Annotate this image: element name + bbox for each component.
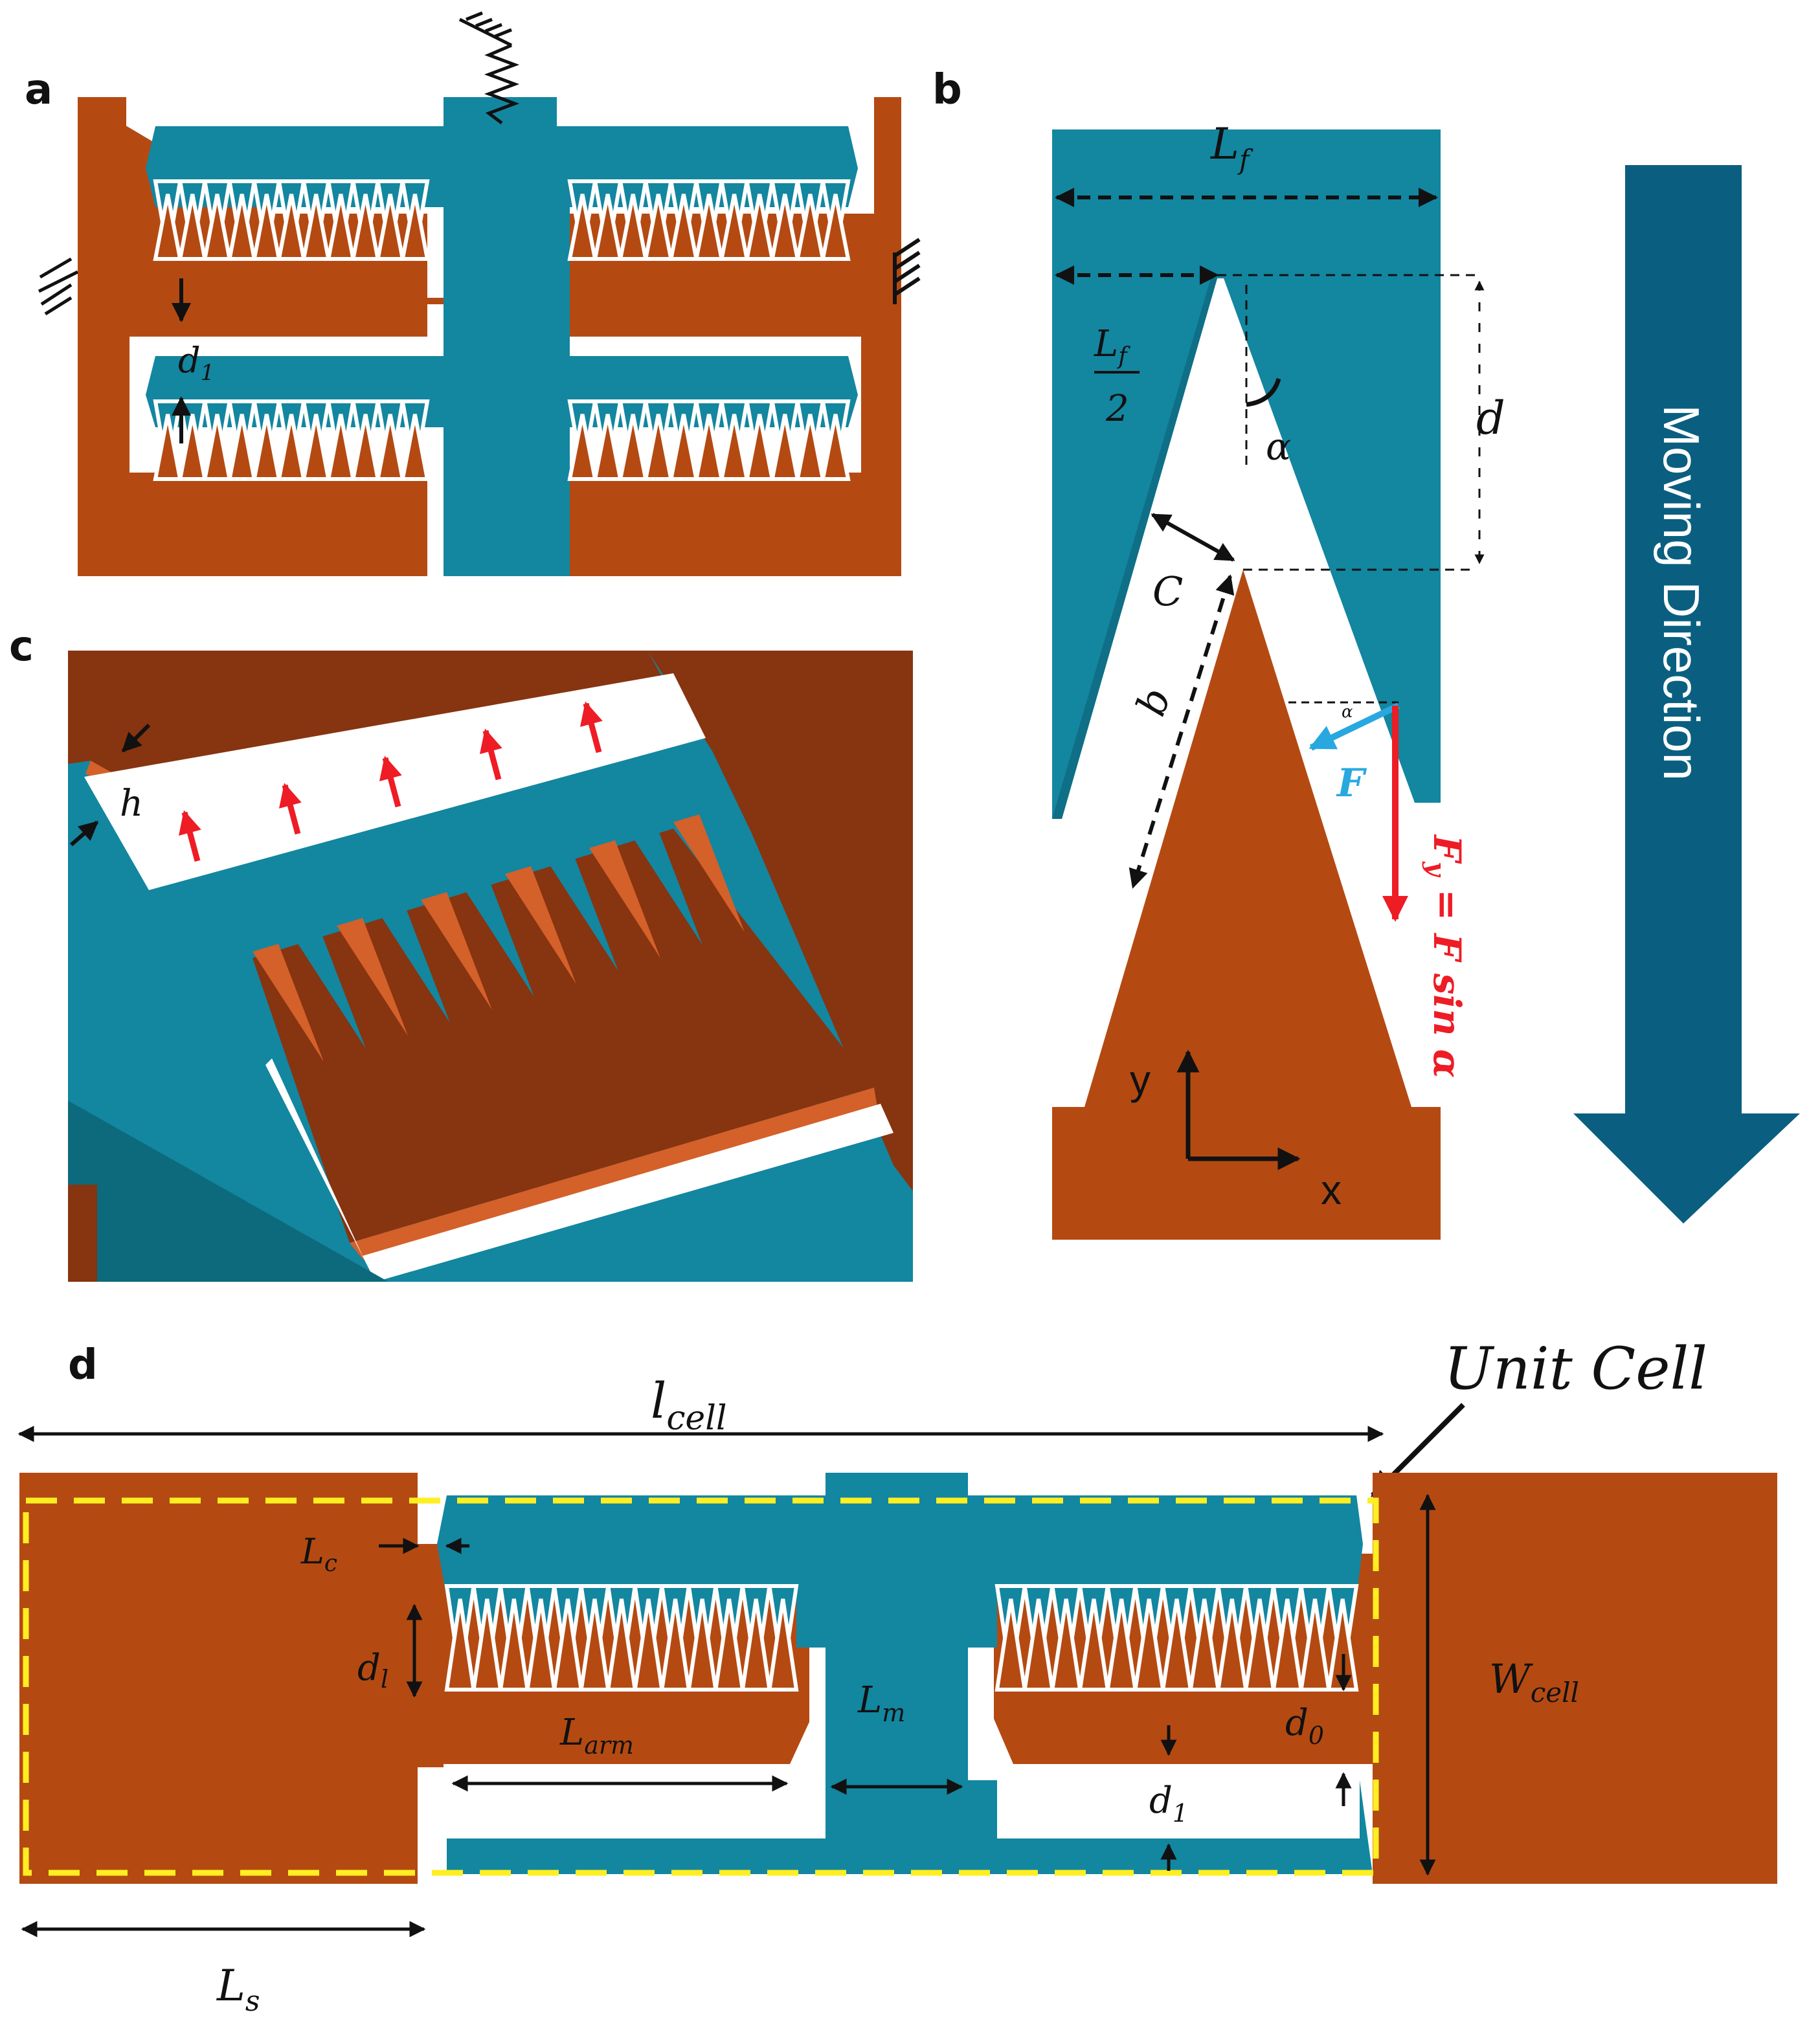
- label-Larm: Larm: [559, 1712, 634, 1760]
- label-b: b: [1127, 682, 1180, 722]
- panel-c-letter: c: [9, 623, 34, 671]
- tooth-3d: [631, 827, 702, 945]
- comb-teeth-d: [444, 1584, 1359, 1692]
- moving-direction-arrow: [1573, 165, 1800, 1224]
- tooth-3d: [505, 866, 576, 984]
- teal-stem-d: [826, 1648, 968, 1838]
- dim-b: [1129, 574, 1235, 889]
- label-Lm: Lm: [857, 1679, 905, 1727]
- label-alpha-small: α: [1342, 702, 1353, 722]
- tooth-3d: [379, 905, 450, 1023]
- teal-shuttle: [146, 97, 858, 576]
- force-F-arrow: [1309, 702, 1400, 751]
- label-d1-a: d1: [178, 340, 214, 386]
- tooth-3d: [589, 840, 660, 958]
- copper-left-sliver: [68, 1185, 97, 1282]
- tooth-3d: [463, 879, 534, 997]
- alpha-arc: [1246, 377, 1281, 407]
- label-dl: dl: [357, 1647, 388, 1693]
- force-arrow: [379, 755, 402, 808]
- panel-b: b Lf Lf 2 d α C b α F: [932, 66, 1800, 1240]
- label-F: F: [1336, 761, 1367, 806]
- tooth-3d: [421, 892, 492, 1010]
- gap-strip-top: [84, 673, 706, 890]
- comb-teeth-a: [153, 179, 851, 481]
- label-C: C: [1152, 568, 1183, 615]
- copper-finger: [1052, 570, 1441, 1240]
- electrostatic-force-arrows: [178, 701, 603, 862]
- teal-lower-block: [68, 1101, 388, 1282]
- panel-b-letter: b: [932, 66, 962, 114]
- copper-left-block: [19, 1473, 444, 1884]
- dim-h-arrow-bottom: [70, 820, 99, 847]
- gap-between-copper-teal-left: [418, 1767, 447, 1874]
- label-Ls: Ls: [216, 1961, 260, 2018]
- label-d1: d1: [1149, 1780, 1188, 1827]
- copper-teeth: [567, 414, 851, 481]
- panel-a-letter: a: [25, 66, 52, 114]
- tooth-3d: [337, 918, 408, 1036]
- copper-right-column: [570, 97, 901, 576]
- copper-right-block: [1373, 1473, 1777, 1884]
- copper-block-right: [647, 651, 913, 1191]
- force-arrow: [178, 810, 201, 862]
- tooth-3d: [673, 814, 745, 932]
- dim-C: [1151, 513, 1235, 562]
- copper-left-column: [78, 97, 427, 557]
- dim-h-arrow-top: [121, 723, 151, 753]
- label-lcell: lcell: [651, 1372, 726, 1438]
- label-Lc: Lc: [300, 1531, 337, 1577]
- spring-top: [484, 43, 520, 124]
- panel-a: a d1: [25, 11, 921, 576]
- panel-c: c h: [9, 623, 913, 1282]
- copper-teeth: [994, 1598, 1359, 1692]
- panel-d: d Unit Cell lcell Lc: [17, 1335, 1777, 2018]
- tooth-3d: [547, 853, 618, 971]
- label-moving-direction: Moving Direction: [1653, 405, 1710, 781]
- label-y-axis: y: [1130, 1056, 1151, 1103]
- force-arrow: [479, 728, 502, 781]
- copper-comb-lower-left: [78, 473, 427, 576]
- ground-top: [458, 11, 513, 47]
- label-alpha: α: [1266, 425, 1291, 469]
- force-arrow: [278, 783, 302, 835]
- label-Lf: Lf: [1210, 119, 1253, 175]
- copper-comb-lower-right: [570, 473, 900, 576]
- label-d0: d0: [1285, 1702, 1324, 1750]
- copper-teeth: [153, 414, 430, 481]
- tooth-3d: [253, 944, 324, 1062]
- teal-finger: [1052, 129, 1441, 819]
- label-Wcell: Wcell: [1489, 1655, 1579, 1708]
- panel-d-letter: d: [68, 1341, 98, 1389]
- label-x-axis: x: [1321, 1167, 1342, 1213]
- teal-finger-edge: [1052, 278, 1217, 819]
- unit-cell-outline: [23, 1497, 1379, 1876]
- comb-teeth-c: [253, 814, 745, 1062]
- label-Fy: Fy = F sin α: [1422, 834, 1469, 1078]
- force-arrow: [579, 701, 603, 754]
- copper-teeth: [153, 194, 430, 261]
- copper-block-center-face: [350, 1088, 877, 1259]
- label-unit-cell: Unit Cell: [1444, 1335, 1707, 1403]
- ground-right: [893, 238, 921, 304]
- label-h: h: [120, 783, 143, 825]
- tooth-3d: [295, 931, 366, 1049]
- label-Lf-half-den: 2: [1105, 388, 1129, 430]
- copper-teeth: [567, 194, 851, 261]
- ground-left: [38, 257, 79, 316]
- gap-d1-left: [447, 1764, 790, 1838]
- label-d: d: [1476, 392, 1505, 445]
- copper-teeth: [444, 1598, 799, 1692]
- gap-d1-right: [997, 1764, 1360, 1838]
